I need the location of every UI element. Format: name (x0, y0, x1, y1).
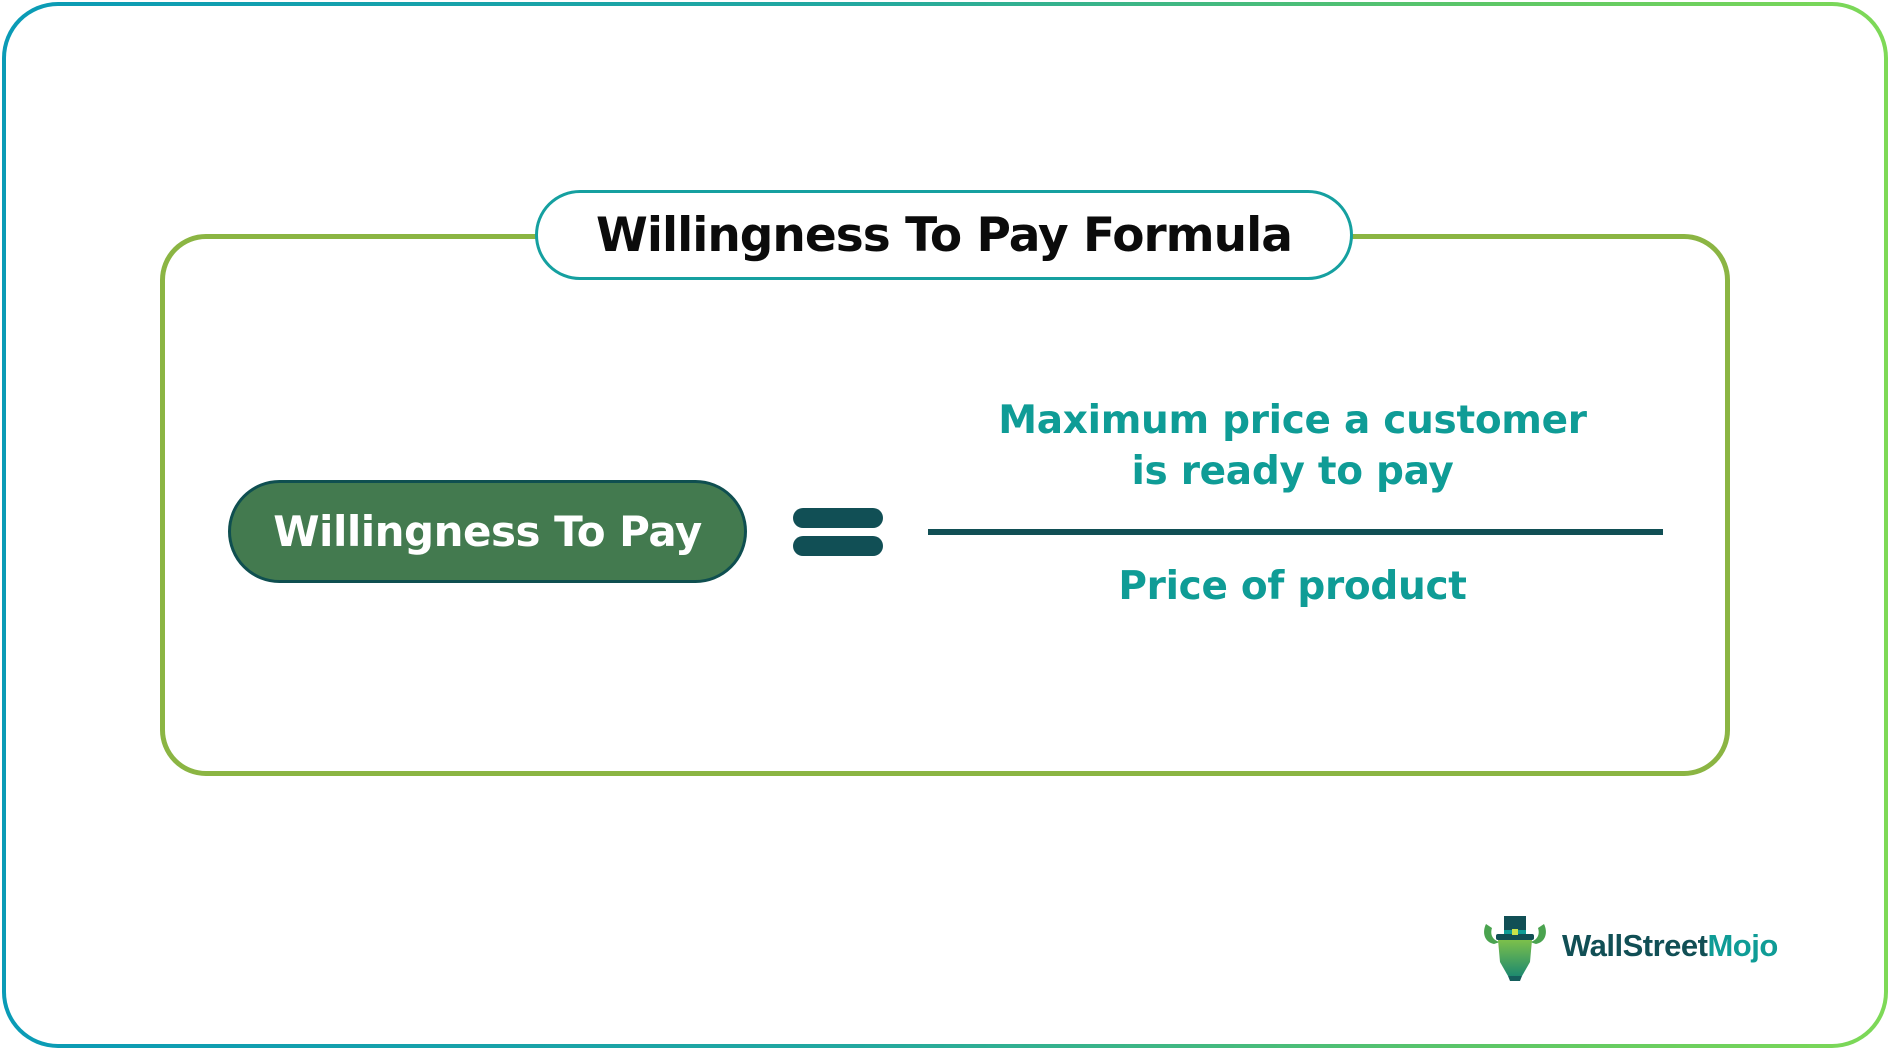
formula-lhs-pill: Willingness To Pay (228, 480, 747, 583)
formula-lhs-label: Willingness To Pay (273, 507, 702, 556)
equals-icon (793, 508, 883, 556)
formula-denominator: Price of product (1118, 564, 1467, 609)
page-title: Willingness To Pay Formula (596, 207, 1293, 263)
brand-name: WallStreetMojo (1562, 928, 1778, 963)
bull-with-top-hat-icon (1484, 916, 1546, 981)
title-pill: Willingness To Pay Formula (535, 190, 1353, 280)
brand-logo: WallStreetMojo (1480, 908, 1778, 984)
numerator-line-2: is ready to pay (1131, 449, 1454, 494)
fraction-bar (928, 529, 1663, 535)
numerator-line-1: Maximum price a customer (998, 398, 1587, 443)
formula-numerator: Maximum price a customer is ready to pay (922, 395, 1663, 497)
